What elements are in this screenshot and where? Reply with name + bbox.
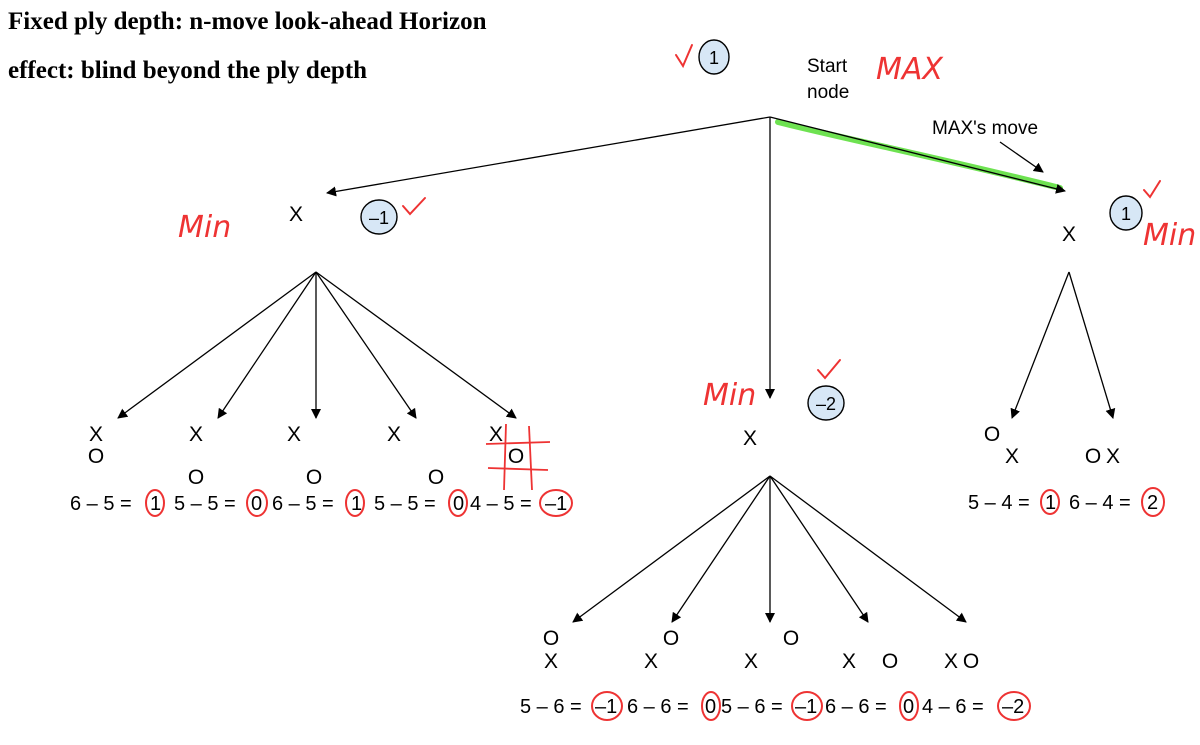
edge-root-left <box>326 116 771 197</box>
left-leaf-1-equation: 6 – 5 = <box>70 493 132 515</box>
svg-text:X: X <box>1106 445 1120 468</box>
middle-leaf-5-result: –2 <box>1002 696 1024 718</box>
middle-board-x: X <box>743 427 757 450</box>
svg-text:X: X <box>1005 445 1019 468</box>
middle-leaf-2-equation: 6 – 6 = <box>627 696 689 718</box>
check-root <box>675 44 693 69</box>
left-leaf-2-result: 0 <box>251 493 262 515</box>
left-min-handwritten: Min <box>178 210 231 245</box>
right-leaf-2-result: 2 <box>1147 492 1158 514</box>
root-value-badge: 1 <box>698 39 730 75</box>
root-board <box>740 45 800 105</box>
left-leaf-1-result: 1 <box>150 493 161 515</box>
svg-text:O: O <box>783 627 799 650</box>
right-board-x: X <box>1062 223 1076 246</box>
svg-text:O: O <box>543 627 559 650</box>
middle-min-handwritten: Min <box>703 378 756 413</box>
middle-leaf-equations: 5 – 6 = –1 6 – 6 = 0 5 – 6 = –1 6 – 6 = … <box>520 696 1024 718</box>
left-leaf-3-equation: 6 – 5 = <box>272 493 334 515</box>
middle-leaf-2-result: 0 <box>705 696 716 718</box>
svg-text:O: O <box>882 650 898 673</box>
svg-text:X: X <box>644 650 658 673</box>
left-leaf-5-red-grid <box>485 423 551 491</box>
max-move-label: MAX's move <box>932 118 1038 139</box>
svg-text:O: O <box>88 445 104 468</box>
right-leaf-result-circles <box>1040 487 1165 517</box>
edges-left <box>117 271 517 419</box>
middle-leaf-1-result: –1 <box>595 696 617 718</box>
svg-text:O: O <box>963 650 979 673</box>
svg-text:X: X <box>489 423 503 446</box>
check-right <box>1143 180 1161 199</box>
left-leaf-equations: 6 – 5 = 1 5 – 5 = 0 6 – 5 = 1 5 – 5 = 0 … <box>70 493 567 515</box>
left-leaf-4-result: 0 <box>453 493 464 515</box>
left-value-badge: –1 <box>360 199 398 235</box>
right-leaf-1-equation: 5 – 4 = <box>968 492 1030 514</box>
svg-text:X: X <box>387 423 401 446</box>
right-value-badge: 1 <box>1109 195 1143 231</box>
root-label-start: Start <box>807 56 848 77</box>
left-leaf-result-circles <box>145 489 573 517</box>
svg-text:–2: –2 <box>816 394 836 414</box>
middle-leaf-5-equation: 4 – 6 = <box>922 696 984 718</box>
heading-line-2: effect: blind beyond the ply depth <box>8 57 367 84</box>
svg-text:–1: –1 <box>369 208 389 228</box>
svg-text:1: 1 <box>1121 204 1131 224</box>
left-board-x: X <box>289 203 303 226</box>
edges-middle <box>572 475 967 623</box>
middle-leaf-3-equation: 5 – 6 = <box>721 696 783 718</box>
svg-text:O: O <box>428 466 444 489</box>
edges-right <box>1010 271 1116 419</box>
svg-text:O: O <box>984 423 1000 446</box>
left-leaf-3-result: 1 <box>351 493 362 515</box>
middle-leaf-boards <box>542 630 1000 690</box>
left-leaf-marks: X O X O X O X O X O <box>88 423 524 489</box>
middle-leaf-4-equation: 6 – 6 = <box>825 696 887 718</box>
left-leaf-5-equation: 4 – 5 = <box>470 493 532 515</box>
svg-text:O: O <box>508 445 524 468</box>
middle-leaf-4-result: 0 <box>903 696 914 718</box>
svg-text:O: O <box>663 627 679 650</box>
svg-text:X: X <box>944 650 958 673</box>
svg-text:X: X <box>744 650 758 673</box>
svg-text:O: O <box>1085 445 1101 468</box>
middle-leaf-result-circles <box>591 691 1031 721</box>
svg-text:O: O <box>306 466 322 489</box>
middle-leaf-1-equation: 5 – 6 = <box>520 696 582 718</box>
middle-value-badge: –2 <box>807 385 845 421</box>
middle-leaf-3-result: –1 <box>795 696 817 718</box>
right-leaf-1-result: 1 <box>1045 492 1056 514</box>
root-label-node: node <box>807 82 849 103</box>
check-left <box>402 197 426 216</box>
svg-text:X: X <box>544 650 558 673</box>
svg-text:X: X <box>89 423 103 446</box>
svg-text:X: X <box>189 423 203 446</box>
check-middle <box>817 359 841 380</box>
root-max-handwritten: MAX <box>876 52 944 87</box>
right-min-handwritten: Min <box>1143 218 1196 253</box>
max-move-pointer <box>999 141 1044 173</box>
svg-text:X: X <box>842 650 856 673</box>
svg-text:X: X <box>287 423 301 446</box>
right-leaf-marks: O X O X <box>984 423 1120 468</box>
svg-text:1: 1 <box>709 48 719 68</box>
middle-leaf-marks: O X O X O X X O X O <box>543 627 979 673</box>
left-leaf-5-result: –1 <box>545 493 567 515</box>
heading-line-1: Fixed ply depth: n-move look-ahead Horiz… <box>8 8 487 35</box>
right-leaf-equations: 5 – 4 = 1 6 – 4 = 2 <box>968 492 1158 514</box>
left-leaf-2-equation: 5 – 5 = <box>174 493 236 515</box>
left-leaf-4-equation: 5 – 5 = <box>374 493 436 515</box>
svg-text:O: O <box>188 466 204 489</box>
edge-root-right <box>769 116 1066 194</box>
right-leaf-2-equation: 6 – 4 = <box>1069 492 1131 514</box>
